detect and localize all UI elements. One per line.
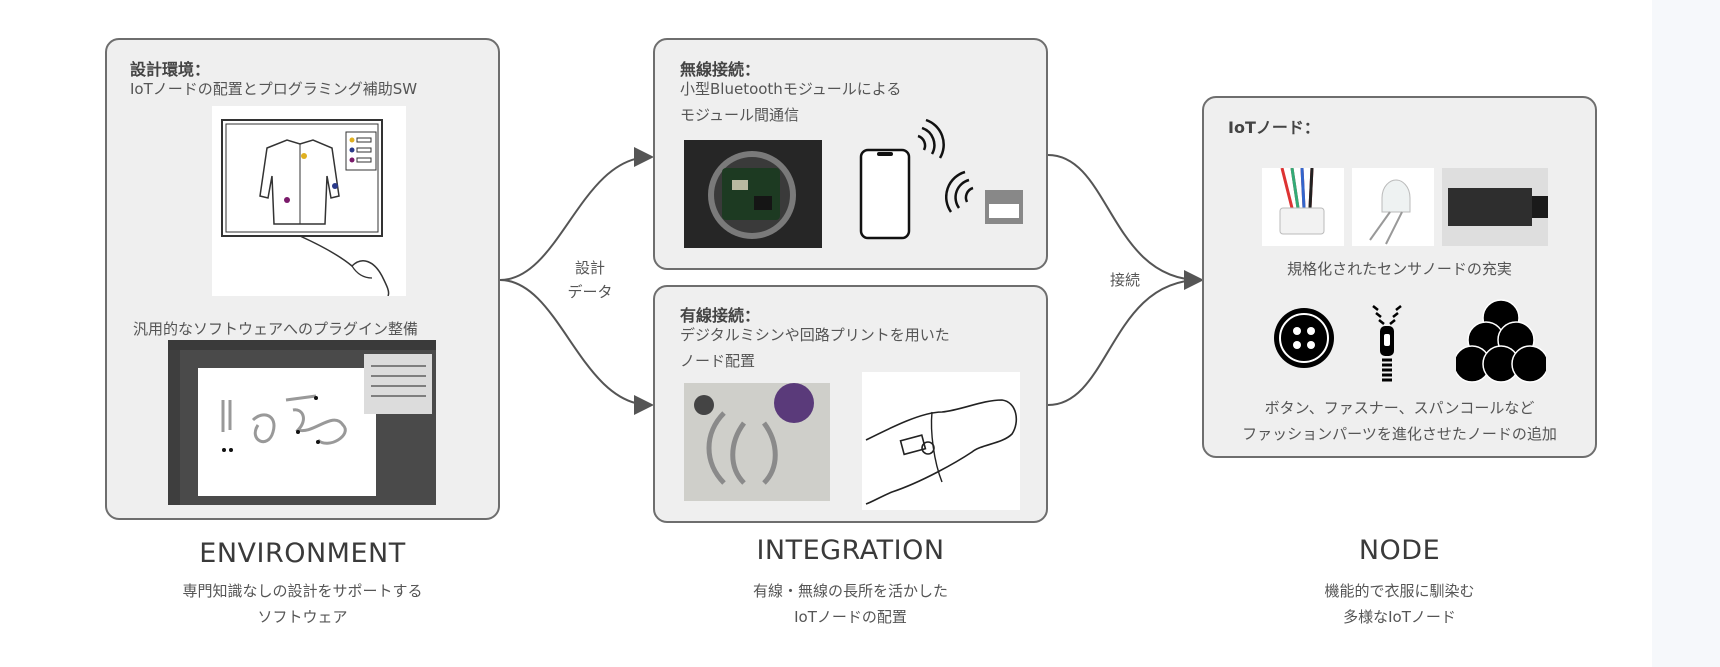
arrow-from-wired bbox=[1047, 270, 1204, 406]
zipper-icon bbox=[1370, 300, 1404, 384]
design-data-label: 設計 データ bbox=[567, 259, 613, 301]
bluetooth-module-photo bbox=[684, 140, 822, 248]
button-icon bbox=[1272, 306, 1336, 370]
node-heading: NODE bbox=[1358, 535, 1441, 566]
arrow-to-wireless bbox=[499, 147, 654, 281]
phone-icon bbox=[858, 148, 912, 240]
environment-heading: ENVIRONMENT bbox=[199, 538, 406, 569]
wireless-text: 小型Bluetoothモジュールによる モジュール間通信 bbox=[680, 80, 902, 124]
arrow-to-wired bbox=[499, 279, 654, 415]
node-panel bbox=[1202, 96, 1597, 458]
environment-subtitle: 専門知識なしの設計をサポートする ソフトウェア bbox=[182, 582, 423, 626]
wired-title: 有線接続： bbox=[680, 306, 761, 325]
integration-subtitle: 有線・無線の長所を活かした IoTノードの配置 bbox=[752, 582, 948, 626]
environment-text: IoTノードの配置とプログラミング補助SW bbox=[130, 80, 418, 98]
node-title: IoTノード： bbox=[1228, 118, 1320, 137]
node-subtitle: 機能的で衣服に馴染む 多様なIoTノード bbox=[1324, 582, 1475, 626]
arrow-from-wireless bbox=[1047, 154, 1201, 281]
wired-text: デジタルミシンや回路プリントを用いた ノード配置 bbox=[680, 326, 950, 370]
integration-heading: INTEGRATION bbox=[756, 535, 945, 566]
node-caption1: 規格化されたセンサノードの充実 bbox=[1287, 260, 1512, 278]
right-margin-strip bbox=[1652, 0, 1720, 667]
shirt-design-illustration bbox=[212, 106, 406, 296]
wireless-signal-icon bbox=[910, 118, 950, 164]
wireless-title: 無線接続： bbox=[680, 60, 761, 79]
printed-circuit-photo bbox=[684, 383, 830, 501]
connection-label: 接続 bbox=[1109, 271, 1140, 289]
software-screenshot bbox=[168, 340, 436, 505]
fabric-sensor-photo bbox=[1442, 168, 1548, 246]
wrist-sketch bbox=[862, 372, 1020, 510]
sequin-icon bbox=[1456, 296, 1546, 386]
environment-caption: 汎用的なソフトウェアへのプラグイン整備 bbox=[133, 320, 419, 338]
connector-cable-photo bbox=[1262, 168, 1344, 246]
environment-title: 設計環境： bbox=[130, 60, 211, 79]
module-signal-icon bbox=[945, 160, 1025, 228]
led-photo bbox=[1352, 168, 1434, 246]
node-caption2: ボタン、ファスナー、スパンコールなど ファッションパーツを進化させたノードの追加 bbox=[1242, 399, 1557, 443]
